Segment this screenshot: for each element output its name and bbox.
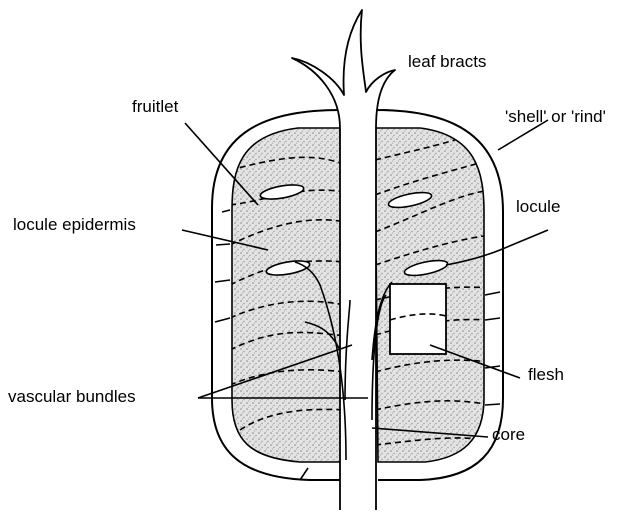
label-core: core — [492, 425, 525, 444]
flesh-sample-box — [390, 284, 446, 354]
label-fruitlet: fruitlet — [132, 97, 179, 116]
label-vascular-bundles: vascular bundles — [8, 387, 136, 406]
label-flesh: flesh — [528, 365, 564, 384]
label-leaf-bracts: leaf bracts — [408, 52, 486, 71]
label-locule: locule — [516, 197, 560, 216]
label-shell-or-rind: 'shell' or 'rind' — [505, 107, 606, 126]
label-locule-epidermis: locule epidermis — [13, 215, 136, 234]
